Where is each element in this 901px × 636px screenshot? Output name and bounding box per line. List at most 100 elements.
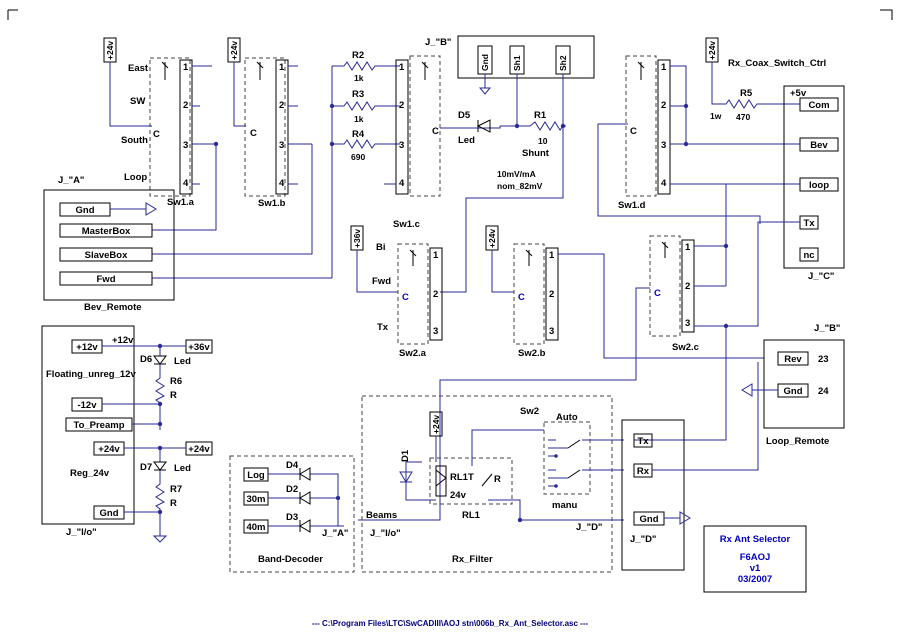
svg-text:3: 3 — [433, 326, 438, 337]
svg-text:2: 2 — [685, 281, 690, 292]
svg-text:10mV/mA: 10mV/mA — [497, 169, 536, 179]
svg-text:J_"I/o": J_"I/o" — [370, 528, 401, 539]
svg-text:Sw1.c: Sw1.c — [393, 219, 420, 230]
svg-text:Sw1.a: Sw1.a — [167, 197, 195, 208]
svg-text:Tx: Tx — [377, 322, 389, 333]
svg-text:Sw2.b: Sw2.b — [518, 348, 546, 359]
svg-text:R1: R1 — [534, 110, 547, 121]
svg-text:Sh2: Sh2 — [558, 55, 568, 71]
plus24v-sw2b: +24v — [485, 225, 514, 293]
band-decoder-box: Log 30m 40m D4 D2 D3 J_"A" Band-Decoder — [229, 455, 355, 573]
svg-text:Log: Log — [247, 470, 265, 481]
svg-text:Com: Com — [808, 100, 829, 111]
svg-text:2: 2 — [661, 100, 666, 111]
svg-text:D4: D4 — [286, 460, 299, 471]
svg-text:10: 10 — [538, 136, 548, 146]
jd-connector: Tx Rx Gnd J_"D" J_"D" — [576, 362, 759, 571]
svg-text:Sh1: Sh1 — [512, 55, 522, 71]
svg-text:4: 4 — [399, 178, 405, 189]
svg-text:2: 2 — [549, 289, 554, 300]
svg-text:v1: v1 — [750, 563, 761, 574]
svg-text:Auto: Auto — [556, 412, 578, 423]
power-io-box: +12v +12v +36v D6 Led Floating_unreg_12v… — [41, 325, 213, 543]
svg-text:Sw1.b: Sw1.b — [258, 198, 286, 209]
rx-filter-box: Beams J_"I/o" Rx_Filter +24v D1 RL1 T 24… — [361, 395, 624, 573]
svg-text:30m: 30m — [246, 494, 265, 505]
svg-text:R5: R5 — [740, 88, 753, 99]
svg-text:24: 24 — [818, 386, 829, 397]
file-path: --- C:\Program Files\LTC\SwCADIII\AOJ st… — [312, 619, 589, 628]
svg-text:Loop_Remote: Loop_Remote — [766, 436, 829, 447]
wire — [597, 123, 761, 224]
svg-text:F6AOJ: F6AOJ — [740, 552, 771, 563]
svg-text:2: 2 — [279, 100, 284, 111]
svg-text:D6: D6 — [140, 354, 152, 365]
svg-text:1: 1 — [685, 242, 691, 253]
svg-text:3: 3 — [549, 326, 554, 337]
svg-text:+24v: +24v — [229, 41, 239, 60]
wire — [152, 144, 313, 255]
svg-text:Tx: Tx — [803, 218, 815, 229]
svg-text:manu: manu — [552, 500, 578, 511]
svg-text:Gnd: Gnd — [784, 386, 803, 397]
svg-text:Fwd: Fwd — [372, 276, 391, 287]
svg-text:R2: R2 — [352, 50, 364, 61]
wire — [152, 144, 217, 231]
svg-text:C: C — [630, 126, 637, 137]
svg-text:J_"B": J_"B" — [425, 37, 451, 48]
svg-text:Loop: Loop — [124, 172, 147, 183]
plus36v: +36v — [350, 225, 398, 293]
svg-text:R3: R3 — [352, 89, 364, 100]
svg-text:Gnd: Gnd — [100, 508, 119, 519]
svg-text:Sw1.d: Sw1.d — [618, 200, 646, 211]
title-block: Rx Ant Selector F6AOJ v1 03/2007 — [703, 525, 807, 593]
svg-text:+36v: +36v — [188, 342, 210, 353]
svg-text:4: 4 — [661, 178, 667, 189]
svg-text:Led: Led — [174, 356, 191, 367]
svg-text:03/2007: 03/2007 — [738, 574, 772, 585]
svg-text:Rx: Rx — [637, 466, 650, 477]
frame-corner — [880, 9, 893, 20]
svg-text:SlaveBox: SlaveBox — [85, 250, 128, 261]
svg-text:Shunt: Shunt — [522, 148, 550, 159]
svg-text:+24v: +24v — [98, 444, 120, 455]
svg-text:C: C — [654, 288, 661, 299]
svg-text:+12v: +12v — [76, 342, 98, 353]
svg-text:J_"A": J_"A" — [58, 175, 84, 186]
svg-text:To_Preamp: To_Preamp — [73, 420, 124, 431]
svg-text:4: 4 — [279, 178, 285, 189]
svg-text:Sw2.a: Sw2.a — [399, 348, 427, 359]
svg-text:T: T — [468, 472, 474, 483]
svg-text:D3: D3 — [286, 512, 298, 523]
bev-remote-box: J_"A" Gnd MasterBox SlaveBox Fwd Bev_Rem… — [43, 175, 175, 313]
jc-connector: +5v Com Bev loop Tx nc J_"C" — [783, 85, 845, 282]
svg-text:-12v: -12v — [77, 400, 97, 411]
svg-text:+24v: +24v — [431, 415, 441, 434]
svg-text:1: 1 — [279, 62, 285, 73]
svg-text:RL1: RL1 — [450, 472, 469, 483]
svg-text:C: C — [518, 292, 525, 303]
svg-text:Gnd: Gnd — [640, 514, 659, 525]
svg-text:+24v: +24v — [487, 229, 497, 248]
svg-text:D1: D1 — [400, 449, 411, 462]
svg-text:40m: 40m — [246, 522, 265, 533]
plus24v-sw1b: +24v — [227, 37, 246, 127]
svg-text:R: R — [170, 390, 177, 401]
svg-text:3: 3 — [399, 140, 404, 151]
svg-text:4: 4 — [183, 178, 189, 189]
svg-text:470: 470 — [736, 112, 750, 122]
svg-text:Rev: Rev — [784, 354, 802, 365]
svg-text:RL1: RL1 — [462, 510, 481, 521]
svg-text:Band-Decoder: Band-Decoder — [258, 554, 323, 565]
sw1d-switch: 1 2 3 4 C Sw1.d — [618, 55, 800, 211]
svg-text:Bev: Bev — [810, 140, 828, 151]
svg-text:Gnd: Gnd — [480, 54, 490, 71]
svg-text:R4: R4 — [352, 129, 365, 140]
svg-text:Bi: Bi — [376, 242, 386, 253]
svg-text:R: R — [170, 498, 177, 509]
svg-text:+12v: +12v — [112, 335, 134, 346]
sw2c-switch: 1 2 3 C Sw2.c — [358, 183, 729, 521]
svg-text:J_"C": J_"C" — [808, 271, 834, 282]
svg-text:+24v: +24v — [707, 41, 717, 60]
